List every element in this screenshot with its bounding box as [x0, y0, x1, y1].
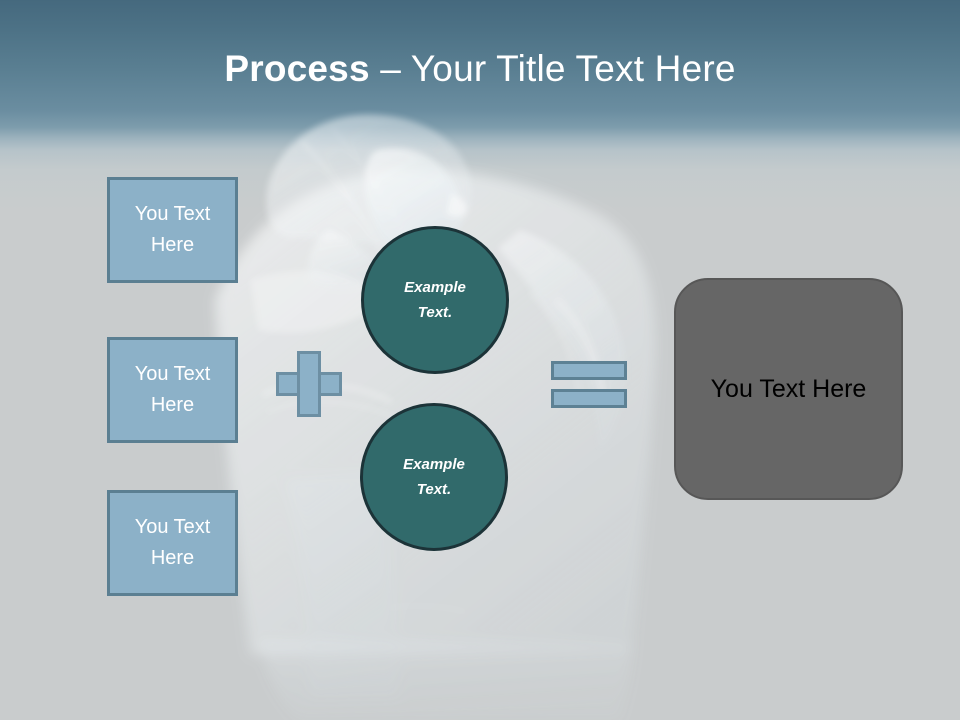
result-box-label: You Text Here: [710, 374, 867, 403]
equals-bottom-bar: [551, 389, 627, 408]
title-rest-part: – Your Title Text Here: [369, 48, 736, 89]
input-box-2[interactable]: You Text Here: [107, 337, 238, 443]
title-bold-part: Process: [224, 48, 370, 89]
input-box-3-line2: Here: [150, 547, 195, 569]
example-circle-2-line1: Example: [403, 456, 465, 473]
input-box-1[interactable]: You Text Here: [107, 177, 238, 283]
example-circle-1-line2: Text.: [417, 304, 453, 321]
result-box[interactable]: You Text Here: [674, 278, 903, 500]
input-box-1-line1: You Text: [134, 203, 211, 225]
plus-icon: [276, 351, 342, 417]
equals-top-bar: [551, 361, 627, 380]
example-circle-2-line2: Text.: [416, 481, 452, 498]
example-circle-1-line1: Example: [404, 279, 466, 296]
input-box-1-line2: Here: [150, 234, 195, 256]
equals-icon: [551, 361, 627, 408]
plus-center-fill: [300, 375, 318, 393]
input-box-3-line1: You Text: [134, 516, 211, 538]
slide-title: Process – Your Title Text Here: [0, 46, 960, 92]
page-title: Process – Your Title Text Here: [224, 46, 735, 92]
example-circle-2[interactable]: Example Text.: [360, 403, 508, 551]
input-box-2-line2: Here: [150, 394, 195, 416]
input-box-2-line1: You Text: [134, 363, 211, 385]
input-box-3[interactable]: You Text Here: [107, 490, 238, 596]
example-circle-1[interactable]: Example Text.: [361, 226, 509, 374]
